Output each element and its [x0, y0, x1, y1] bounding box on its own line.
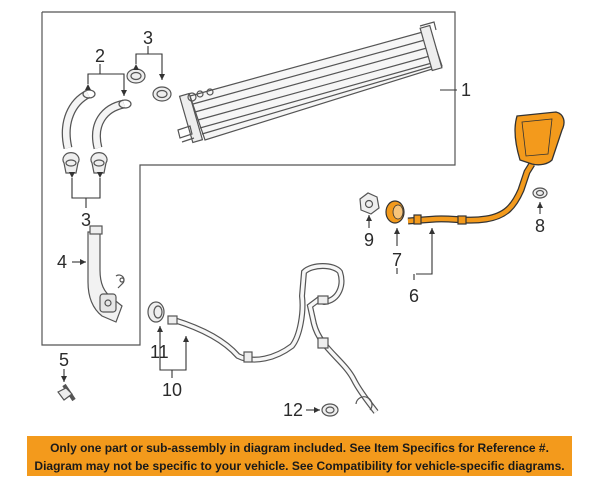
- arrow-heads: [61, 64, 543, 413]
- callout-6: 6: [409, 286, 419, 306]
- leader-lines: [63, 46, 541, 411]
- callout-7: 7: [392, 250, 402, 270]
- hose-clamp-top-left: [126, 68, 146, 84]
- cooler-hose-left: [61, 89, 96, 150]
- callout-5: 5: [59, 350, 69, 370]
- disclaimer-banner: Only one part or sub-assembly in diagram…: [27, 436, 572, 476]
- o-ring: [532, 187, 548, 199]
- cooler-line-fitting: [87, 225, 125, 323]
- callout-8: 8: [535, 216, 545, 236]
- callout-11: 11: [150, 342, 169, 362]
- o-ring-small: [321, 403, 339, 417]
- disclaimer-line-1: Only one part or sub-assembly in diagram…: [50, 441, 549, 455]
- bolt: [57, 383, 76, 402]
- assembly-outline: [41, 11, 456, 346]
- oil-cooler: [177, 21, 443, 144]
- callout-12: 12: [283, 400, 303, 420]
- callout-2: 2: [95, 46, 105, 66]
- cooler-hose-right: [92, 99, 132, 150]
- disclaimer-line-2: Diagram may not be specific to your vehi…: [34, 459, 565, 473]
- seal: [385, 200, 405, 224]
- callout-3-top: 3: [143, 28, 153, 48]
- outlet-cooler-line: [407, 111, 565, 225]
- inlet-cooler-line: [167, 263, 379, 414]
- callout-1: 1: [461, 80, 471, 100]
- seal-left: [147, 301, 165, 323]
- hose-clamp-top-right: [152, 86, 172, 102]
- nut: [359, 192, 380, 215]
- callout-4: 4: [57, 252, 67, 272]
- hose-clamp-bottom-left: [62, 152, 80, 174]
- callout-3-bottom: 3: [81, 210, 91, 230]
- callout-10: 10: [162, 380, 182, 400]
- callout-9: 9: [364, 230, 374, 250]
- hose-clamp-bottom-right: [90, 152, 108, 174]
